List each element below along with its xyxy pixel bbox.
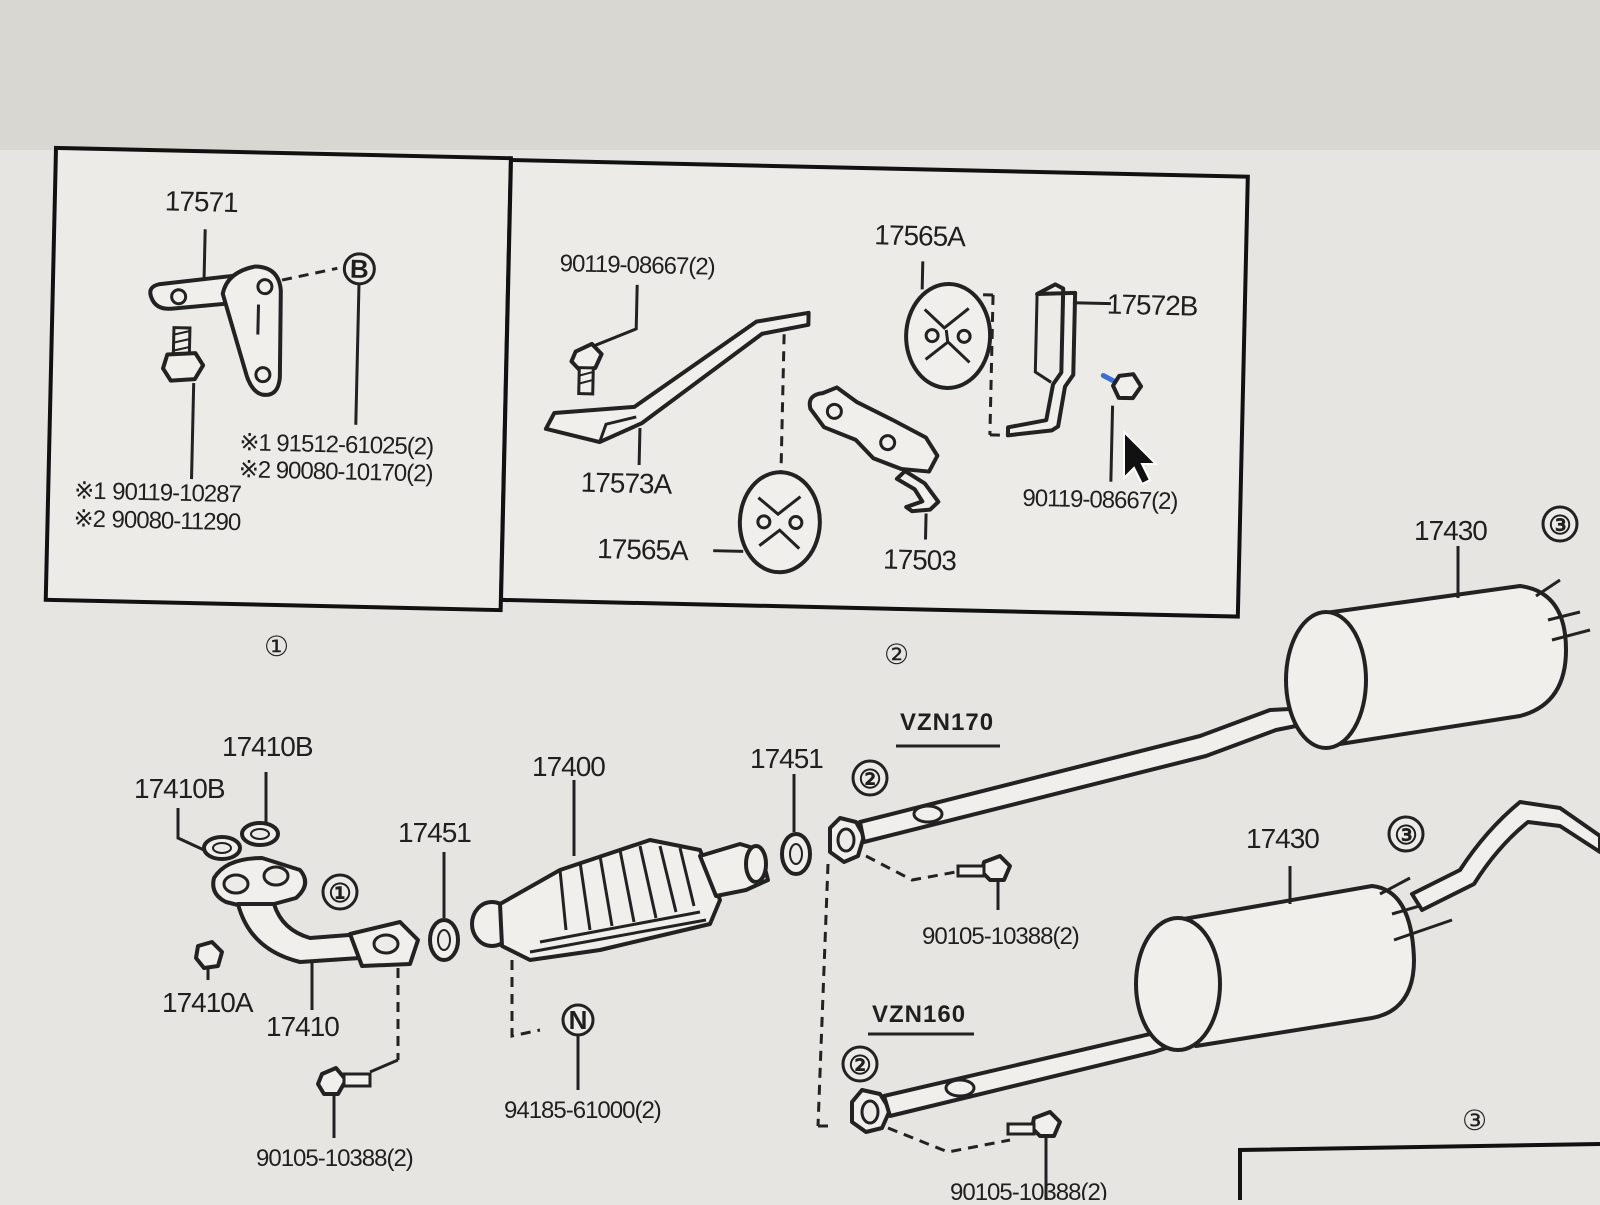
label-17503: 17503 xyxy=(883,544,957,577)
front-pipe-marker: ① xyxy=(328,878,351,908)
note-2a: 90119-10287 xyxy=(112,478,242,508)
note-2b: 90080-11290 xyxy=(111,506,241,536)
note-1a-mark: ※1 xyxy=(239,429,272,457)
panel-3-frame xyxy=(1240,1144,1600,1200)
lead-17571 xyxy=(204,229,205,278)
note-1a: 91512-61025(2) xyxy=(276,430,433,461)
converter-17400-drawing xyxy=(472,780,768,1036)
label-pipe-bolt-upper: 90105-10388(2) xyxy=(922,923,1079,950)
label-17572b: 17572B xyxy=(1107,289,1199,322)
label-front-bolt: 90105-10388(2) xyxy=(256,1145,413,1172)
label-converter-bolt: 94185-61000(2) xyxy=(504,1097,661,1124)
muffler-upper-marker: ③ xyxy=(1548,510,1571,540)
panel-3-index: ③ xyxy=(1462,1105,1486,1136)
screen-top-shade xyxy=(0,0,1600,150)
label-cushion-bottom: 17565A xyxy=(597,533,690,566)
muffler-upper-drawing xyxy=(1286,546,1590,748)
note-1b: 90080-10170(2) xyxy=(275,457,432,488)
label-17430-lower: 17430 xyxy=(1246,823,1319,854)
label-pipe-bolt-lower: 90105-10388(2) xyxy=(950,1179,1107,1200)
note-2a-mark: ※1 xyxy=(74,477,107,505)
label-17410b-left: 17410B xyxy=(134,773,225,804)
label-17400: 17400 xyxy=(532,751,605,782)
label-17451-left: 17451 xyxy=(398,817,471,848)
muffler-lower-drawing xyxy=(1136,802,1600,1050)
marker-b: B xyxy=(350,254,369,284)
pipe-marker-lower: ② xyxy=(848,1050,871,1080)
label-17410a: 17410A xyxy=(162,987,254,1018)
label-17430-upper: 17430 xyxy=(1414,515,1487,546)
gasket-17451-left-drawing xyxy=(430,852,458,960)
note-2b-mark: ※2 xyxy=(73,505,106,533)
panel-1: B 17571 ※1 91512-61025(2) ※2 90080-10170… xyxy=(46,148,511,610)
panel-2-index: ② xyxy=(884,639,908,670)
label-17573a: 17573A xyxy=(580,467,673,500)
panel-2: 90119-08667(2) 17573A 17565A 17572B 9011… xyxy=(501,160,1248,617)
gasket-17451-right-drawing xyxy=(782,774,810,874)
label-17410b-right: 17410B xyxy=(222,731,313,762)
pipe-marker-upper: ② xyxy=(858,764,881,794)
label-vzn170: VZN170 xyxy=(900,709,994,736)
muffler-lower-marker: ③ xyxy=(1394,820,1417,850)
label-17571: 17571 xyxy=(164,185,238,218)
center-pipe-vzn160-drawing xyxy=(852,1030,1172,1200)
note-1b-mark: ※2 xyxy=(238,456,271,484)
front-bolt-drawing xyxy=(318,968,398,1138)
label-cushion-top: 17565A xyxy=(874,219,967,252)
label-17410: 17410 xyxy=(266,1011,339,1042)
panel-1-index: ① xyxy=(264,631,288,662)
label-bolt-left: 90119-08667(2) xyxy=(559,250,715,281)
label-vzn160: VZN160 xyxy=(872,1001,966,1028)
marker-n: N xyxy=(569,1005,588,1035)
nut-17410a-drawing xyxy=(196,942,222,980)
label-bolt-right: 90119-08667(2) xyxy=(1022,485,1178,516)
label-17451-right: 17451 xyxy=(750,743,823,774)
